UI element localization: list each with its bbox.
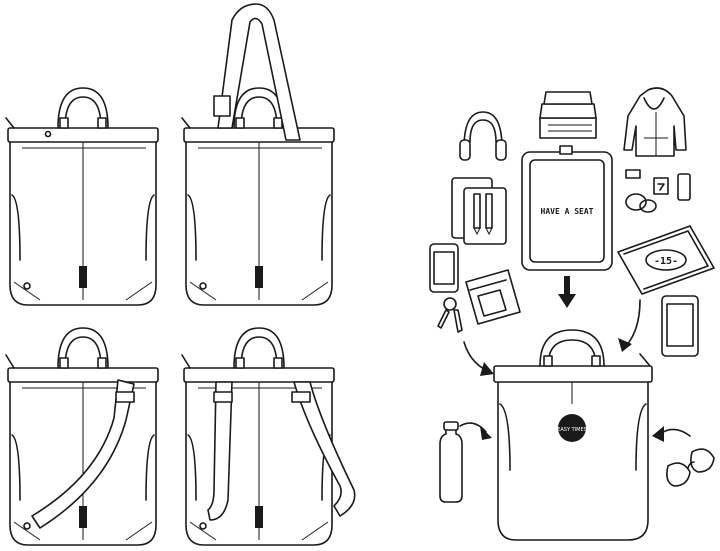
laptop-icon: -15- (617, 225, 715, 295)
notebook-pens-icon (451, 177, 507, 245)
phone-icon (429, 243, 459, 293)
arrow-down-icon (558, 276, 576, 308)
tablet-icon (661, 295, 699, 357)
chargers-icon (625, 169, 691, 213)
easy-times-patch (558, 414, 586, 442)
wallet-icon (465, 269, 521, 325)
bag-view-backpack (181, 327, 356, 546)
hoodie-icon (623, 87, 687, 157)
patch-label: EASY TIMES (557, 427, 587, 433)
books-icon (539, 91, 597, 139)
sleeve-label: HAVE A SEAT (541, 207, 594, 216)
zipper-pull-icon (5, 117, 15, 129)
arrow-curve-icon (459, 422, 492, 440)
keys-icon (437, 297, 463, 333)
tablet-sleeve-icon: HAVE A SEAT (521, 145, 613, 271)
main-tote: EASY TIMES (493, 329, 653, 541)
arrow-curve-icon (652, 426, 691, 442)
laptop-badge-text: -15- (654, 256, 678, 267)
headphones-icon (459, 111, 507, 161)
arrow-curve-icon (618, 299, 641, 352)
bag-view-crossbody (5, 327, 159, 546)
sunglasses-icon (666, 448, 715, 487)
arrow-curve-icon (463, 341, 494, 376)
bag-view-shoulder-strap (181, 3, 335, 306)
bottle-icon (439, 421, 463, 503)
bag-view-handle (5, 87, 159, 306)
